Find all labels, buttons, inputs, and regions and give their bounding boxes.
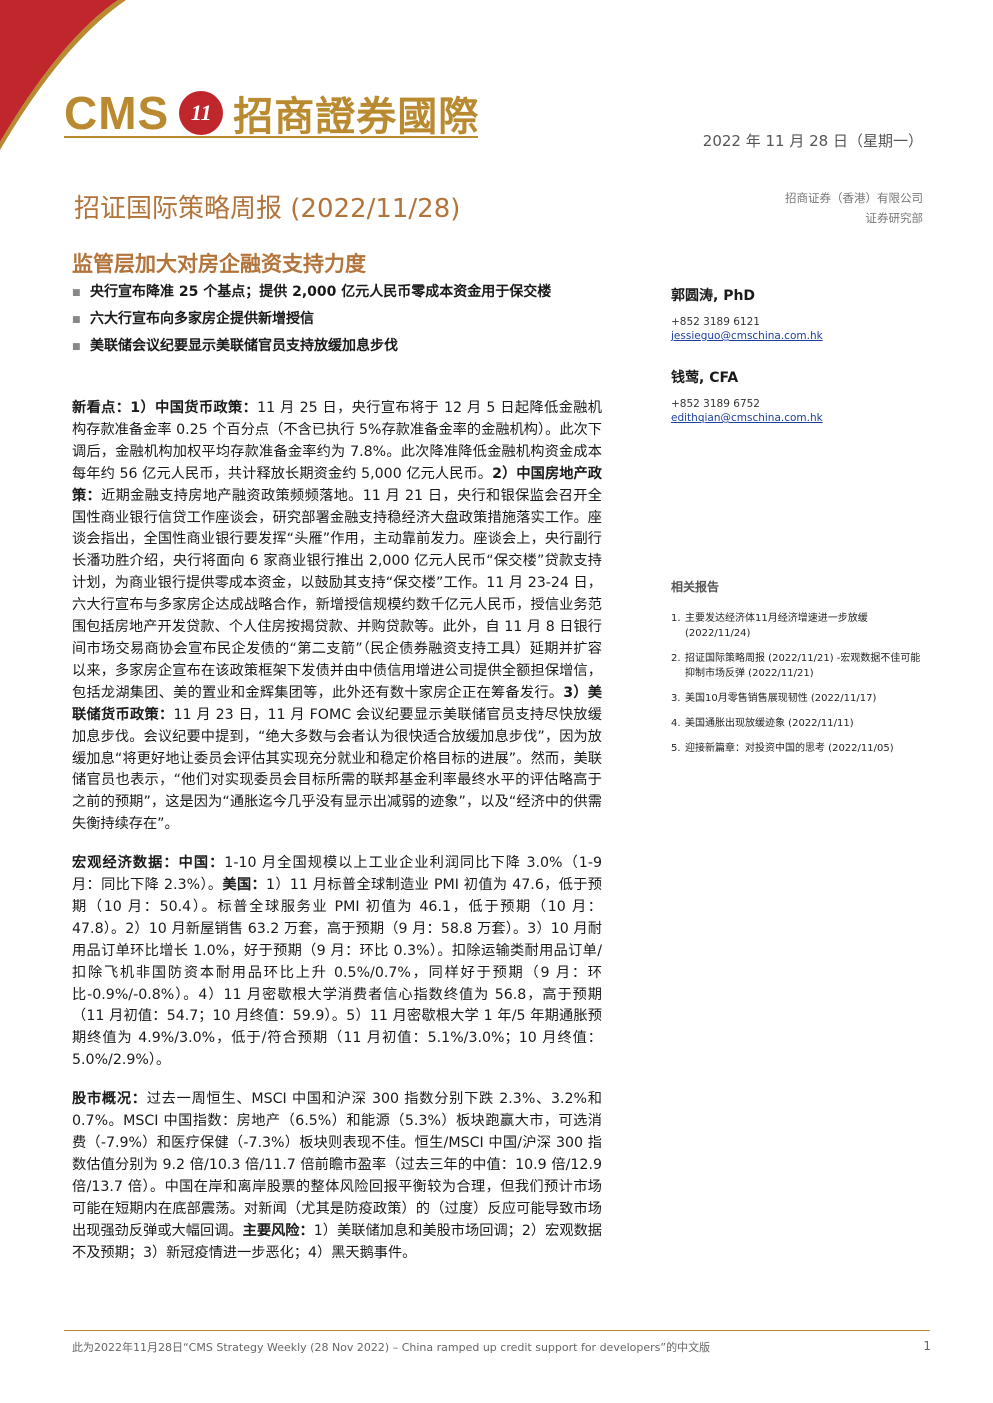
key-point: ■ 美联储会议纪要显示美联储官员支持放缓加息步伐 bbox=[72, 336, 602, 358]
bullet-square-icon: ■ bbox=[72, 342, 81, 352]
paragraph-text: 过去一周恒生、MSCI 中国和沪深 300 指数分别下跌 2.3%、3.2%和 … bbox=[72, 1091, 602, 1239]
paragraph-text: 1-10 月全国规模以上工业企业利润同比下降 3.0%（1-9 月：同比下降 2… bbox=[72, 855, 602, 894]
department-name: 证券研究部 bbox=[865, 211, 924, 225]
main-body: 新看点：1）中国货币政策：11 月 25 日，央行宣布将于 12 月 5 日起降… bbox=[72, 398, 602, 1281]
bullet-square-icon: ■ bbox=[72, 288, 81, 298]
related-report-text: 美国10月零售销售展现韧性 (2022/11/17) bbox=[685, 693, 877, 704]
related-report-number: 4. bbox=[671, 718, 681, 729]
related-report-item[interactable]: 2. 招证国际策略周报 (2022/11/21) -宏观数据不佳可能抑制市场反弹 … bbox=[671, 651, 921, 681]
logo-mark-icon: 11 bbox=[179, 91, 224, 135]
analyst-phone: +852 3189 6752 bbox=[671, 398, 760, 410]
related-report-item[interactable]: 3. 美国10月零售销售展现韧性 (2022/11/17) bbox=[671, 691, 921, 706]
key-point-text: 美联储会议纪要显示美联储官员支持放缓加息步伐 bbox=[90, 338, 398, 354]
key-points: ■央行宣布降准 25 个基点；提供 2,000 亿元人民币零成本资金用于保交楼 … bbox=[72, 282, 602, 363]
related-report-text: 主要发达经济体11月经济增速进一步放缓 (2022/11/24) bbox=[685, 613, 868, 639]
footer-note: 此为2022年11月28日“CMS Strategy Weekly (28 No… bbox=[72, 1341, 711, 1354]
analyst-list: 郭圆涛, PhD +852 3189 6121 jessieguo@cmschi… bbox=[671, 285, 931, 449]
logo-text-cn: 招商證券國際 bbox=[233, 93, 480, 140]
paragraph-text: 11 月 25 日，央行宣布将于 12 月 5 日起降低金融机构存款准备金率 0… bbox=[72, 400, 602, 482]
paragraph-text: 1）美联储加息和美股市场回调；2）宏观数据不及预期；3）新冠疫情进一步恶化；4）… bbox=[72, 1222, 602, 1261]
analyst-phone: +852 3189 6121 bbox=[671, 316, 760, 328]
related-report-number: 3. bbox=[671, 693, 681, 704]
analyst-email-link[interactable]: edithqian@cmschina.com.hk bbox=[671, 412, 823, 424]
related-report-item[interactable]: 5. 迎接新篇章：对投资中国的思考 (2022/11/05) bbox=[671, 741, 921, 756]
related-report-text: 招证国际策略周报 (2022/11/21) -宏观数据不佳可能抑制市场反弹 (2… bbox=[685, 653, 921, 679]
company-name: 招商证券（香港）有限公司 bbox=[785, 191, 923, 205]
related-reports-title: 相关报告 bbox=[671, 580, 720, 594]
analyst-name: 郭圆涛, PhD bbox=[671, 288, 756, 304]
related-report-number: 1. bbox=[671, 613, 681, 624]
report-date: 2022 年 11 月 28 日（星期一） bbox=[702, 132, 923, 150]
logo-underline bbox=[64, 136, 478, 138]
subsection-label: 主要风险： bbox=[242, 1222, 314, 1239]
section-label: 新看点： bbox=[72, 400, 131, 416]
paragraph-text: 近期金融支持房地产融资政策频频落地。11 月 21 日，央行和银保监会召开全国性… bbox=[72, 487, 602, 701]
company-logo: CMS 11 招商證券國際 bbox=[64, 84, 479, 142]
section-label: 宏观经济数据： bbox=[72, 855, 179, 872]
subsection-label: 2）中国房地产政策： bbox=[72, 465, 602, 504]
macro-data-paragraph: 宏观经济数据：中国：1-10 月全国规模以上工业企业利润同比下降 3.0%（1-… bbox=[72, 853, 602, 1072]
new-highlights-paragraph: 新看点：1）中国货币政策：11 月 25 日，央行宣布将于 12 月 5 日起降… bbox=[72, 398, 602, 836]
related-reports: 相关报告 1.主要发达经济体11月经济增速进一步放缓 (2022/11/24) … bbox=[671, 578, 921, 766]
related-report-text: 迎接新篇章：对投资中国的思考 (2022/11/05) bbox=[685, 743, 894, 754]
subsection-label: 中国： bbox=[178, 855, 225, 872]
related-report-text: 美国通胀出现放缓迹象 (2022/11/11) bbox=[685, 718, 854, 729]
company-info: 招商证券（香港）有限公司 证券研究部 bbox=[785, 188, 923, 228]
subsection-label: 美国： bbox=[222, 877, 267, 894]
bullet-square-icon: ■ bbox=[72, 315, 81, 325]
analyst-card: 郭圆涛, PhD +852 3189 6121 jessieguo@cmschi… bbox=[671, 285, 931, 343]
related-report-item[interactable]: 1. 主要发达经济体11月经济增速进一步放缓 (2022/11/24) bbox=[671, 611, 921, 641]
related-report-number: 2. bbox=[671, 653, 681, 664]
key-point: ■ 六大行宣布向多家房企提供新增授信 bbox=[72, 309, 602, 331]
section-label: 股市概况： bbox=[72, 1091, 147, 1108]
analyst-email-link[interactable]: jessieguo@cmschina.com.hk bbox=[671, 330, 823, 342]
subsection-label: 1）中国货币政策： bbox=[130, 400, 258, 416]
related-report-number: 5. bbox=[671, 743, 681, 754]
headline: 监管层加大对房企融资支持力度 bbox=[72, 252, 366, 276]
key-point-text: 央行宣布降准 25 个基点；提供 2,000 亿元人民币零成本资金用于保交楼 bbox=[90, 284, 552, 300]
logo-text-en: CMS bbox=[64, 87, 170, 139]
paragraph-text: 1）11 月标普全球制造业 PMI 初值为 47.6，低于预期（10 月：50.… bbox=[72, 877, 602, 1069]
key-point-text: 六大行宣布向多家房企提供新增授信 bbox=[90, 311, 314, 327]
page-number: 1 bbox=[923, 1339, 931, 1353]
corner-decoration bbox=[0, 0, 126, 150]
market-overview-paragraph: 股市概况：过去一周恒生、MSCI 中国和沪深 300 指数分别下跌 2.3%、3… bbox=[72, 1089, 602, 1264]
key-point: ■ 央行宣布降准 25 个基点；提供 2,000 亿元人民币零成本资金用于保交楼 bbox=[72, 282, 602, 304]
report-title: 招证国际策略周报 (2022/11/28) bbox=[74, 194, 461, 224]
related-report-item[interactable]: 4. 美国通胀出现放缓迹象 (2022/11/11) bbox=[671, 716, 921, 731]
footer-divider bbox=[64, 1330, 930, 1331]
analyst-card: 钱莺, CFA +852 3189 6752 edithqian@cmschin… bbox=[671, 367, 931, 425]
paragraph-text: 11 月 23 日，11 月 FOMC 会议纪要显示美联储官员支持尽快放缓加息步… bbox=[72, 706, 602, 833]
subsection-label: 3）美联储货币政策： bbox=[72, 684, 602, 723]
analyst-name: 钱莺, CFA bbox=[671, 370, 739, 386]
